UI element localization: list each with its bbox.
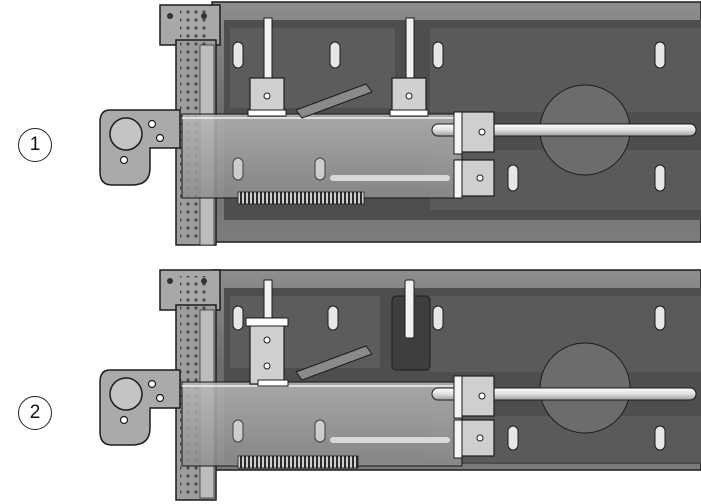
step-1-label: 1: [29, 134, 41, 155]
slide-bar-1: [431, 123, 697, 137]
mounting-ear-2: [99, 369, 181, 446]
keyhole-slots-1: [232, 41, 666, 192]
stop-block-2: [453, 375, 495, 459]
latch-right-1: [389, 17, 429, 117]
mounting-ear-1: [99, 109, 181, 186]
keyhole-slots-2: [232, 305, 666, 451]
stop-block-1: [453, 111, 495, 199]
step-2-label: 2: [29, 402, 41, 423]
spring-pin-2: [295, 345, 373, 381]
figure-2: [99, 269, 701, 501]
slide-bar-2: [431, 387, 697, 401]
spring-pin-1: [295, 83, 373, 119]
latch-left-2: [245, 279, 289, 387]
latch-slot-2: [391, 279, 431, 371]
step-2-marker: 2: [18, 396, 52, 430]
latch-left-1: [247, 17, 287, 117]
inner-rail-1: [181, 113, 463, 205]
figure-1: [99, 1, 701, 246]
step-1-marker: 1: [18, 128, 52, 162]
